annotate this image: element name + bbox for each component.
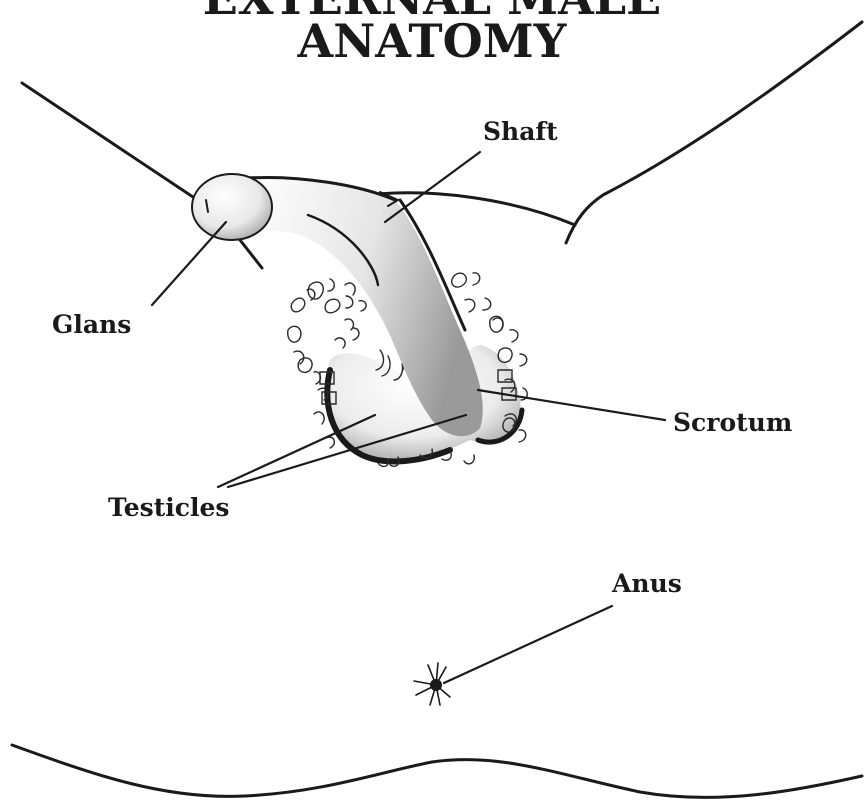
right-thigh-outline <box>566 22 862 243</box>
anus-folds <box>414 663 450 705</box>
label-scrotum: Scrotum <box>673 408 792 437</box>
label-anus: Anus <box>611 569 682 598</box>
glans-leader <box>152 222 226 305</box>
label-glans: Glans <box>52 310 131 339</box>
shaft-underside-line <box>240 240 262 268</box>
label-shaft: Shaft <box>483 117 558 146</box>
left-thigh-outline <box>22 83 205 205</box>
label-testicles: Testicles <box>108 493 229 522</box>
buttocks-outline <box>12 745 862 797</box>
title-line-2: ANATOMY <box>297 14 568 68</box>
shaft-leader <box>385 152 480 222</box>
anus-drawing <box>414 663 450 705</box>
glans-drawing <box>192 174 272 240</box>
glans-shape <box>192 174 272 240</box>
diagram-title: EXTERNAL MALE ANATOMY <box>203 0 661 68</box>
anus-leader <box>444 606 612 683</box>
